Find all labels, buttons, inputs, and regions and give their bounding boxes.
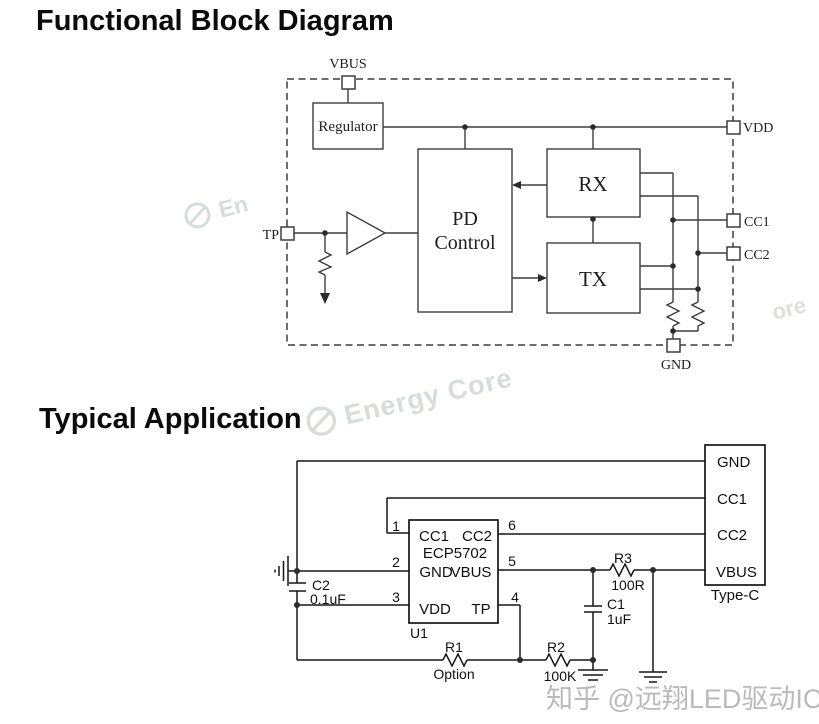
vdd-pin-pad bbox=[726, 120, 741, 135]
r2-resistor-icon bbox=[545, 652, 571, 668]
c1-capacitor-icon bbox=[584, 605, 602, 613]
ic-u1-body bbox=[408, 519, 499, 624]
app-junction-dots bbox=[294, 567, 656, 663]
watermark-zhihu-credit: 知乎 @远翔LED驱动IC bbox=[546, 684, 819, 714]
vbus-pin-label: VBUS bbox=[329, 57, 366, 72]
vdd-pin-label: VDD bbox=[743, 121, 773, 136]
pdcontrol-to-tx-arrowhead-icon bbox=[538, 274, 547, 282]
ground-arrow-icon bbox=[320, 293, 330, 304]
typec-pin-vbus-label: VBUS bbox=[716, 564, 757, 581]
tp-pin-pad bbox=[280, 226, 295, 241]
app-wires bbox=[288, 460, 705, 672]
ic-pad-cc1-label: CC1 bbox=[419, 528, 449, 545]
chassis-ground-icon bbox=[274, 556, 289, 586]
tp-pin-label: TP bbox=[263, 228, 280, 243]
r3-resistor-icon bbox=[609, 562, 635, 578]
earth-ground-icon-vbus bbox=[639, 671, 667, 683]
typical-application-title: Typical Application bbox=[39, 403, 302, 435]
r2-refdes: R2 bbox=[547, 639, 565, 655]
typec-connector-body bbox=[704, 444, 766, 586]
ic-pad-tp-label: TP bbox=[471, 601, 490, 618]
rx-block bbox=[546, 148, 641, 218]
cc1-pin-label: CC1 bbox=[744, 215, 770, 230]
pin3-number: 3 bbox=[392, 589, 400, 605]
r2-value: 100K bbox=[544, 668, 577, 684]
functional-block-diagram: VBUS Regulator PD Control RX TX VDD CC1 … bbox=[263, 57, 774, 373]
r3-value: 100R bbox=[611, 577, 644, 593]
typec-pin-cc1-label: CC1 bbox=[717, 491, 747, 508]
tp-buffer-amplifier-icon bbox=[346, 210, 387, 256]
earth-ground-icon-c1 bbox=[578, 669, 608, 681]
typical-application-schematic: 1 2 3 4 5 6 CC1 CC2 ECP5702 GND VBUS VDD… bbox=[274, 444, 766, 684]
tp-pulldown-resistor-icon bbox=[317, 251, 333, 276]
tx-label: TX bbox=[579, 267, 607, 291]
pin6-number: 6 bbox=[508, 517, 516, 533]
c2-refdes: C2 bbox=[312, 577, 330, 593]
pd-control-label-line1: PD bbox=[452, 208, 478, 230]
regulator-block bbox=[312, 102, 384, 150]
pd-control-label-line2: Control bbox=[434, 232, 496, 254]
ic-refdes: U1 bbox=[410, 625, 428, 641]
pin5-number: 5 bbox=[508, 553, 516, 569]
c1-refdes: C1 bbox=[607, 596, 625, 612]
block-diagram-title: Functional Block Diagram bbox=[36, 5, 394, 37]
rx-to-pdcontrol-arrowhead-icon bbox=[512, 181, 521, 189]
pin4-number: 4 bbox=[511, 589, 519, 605]
r1-refdes: R1 bbox=[445, 639, 463, 655]
pin2-number: 2 bbox=[392, 554, 400, 570]
pin1-number: 1 bbox=[392, 518, 400, 534]
r1-value: Option bbox=[433, 666, 474, 682]
rx-label: RX bbox=[578, 172, 607, 196]
ic-part-number: ECP5702 bbox=[423, 545, 487, 562]
cc1-pin-pad bbox=[726, 213, 741, 228]
regulator-label: Regulator bbox=[318, 119, 377, 135]
c1-value: 1uF bbox=[607, 611, 631, 627]
r3-refdes: R3 bbox=[614, 550, 632, 566]
c2-value: 0.1uF bbox=[310, 591, 346, 607]
r1-resistor-icon bbox=[442, 652, 468, 668]
ic-pad-vdd-label: VDD bbox=[419, 601, 451, 618]
cc2-pin-pad bbox=[726, 246, 741, 261]
pd-control-block bbox=[417, 148, 513, 313]
typec-pin-cc2-label: CC2 bbox=[717, 527, 747, 544]
c2-capacitor-icon bbox=[289, 582, 306, 592]
cc2-pulldown-resistor-icon bbox=[690, 301, 706, 327]
typec-pin-gnd-label: GND bbox=[717, 454, 751, 471]
bd-wires bbox=[294, 88, 727, 339]
gnd-pin-pad bbox=[666, 338, 681, 353]
ic-pad-cc2-label: CC2 bbox=[462, 528, 492, 545]
cc1-pulldown-resistor-icon bbox=[665, 301, 681, 327]
typec-connector-label: Type-C bbox=[711, 587, 760, 604]
cc2-pin-label: CC2 bbox=[744, 248, 770, 263]
gnd-pin-label: GND bbox=[661, 358, 691, 373]
ic-pad-gnd-label: GND bbox=[419, 564, 453, 581]
tx-block bbox=[546, 242, 641, 314]
vbus-pin-pad bbox=[341, 75, 356, 90]
ic-boundary-dashed-box bbox=[286, 78, 734, 346]
ic-pad-vbus-label: VBUS bbox=[451, 564, 492, 581]
bd-junction-dots bbox=[322, 124, 701, 334]
